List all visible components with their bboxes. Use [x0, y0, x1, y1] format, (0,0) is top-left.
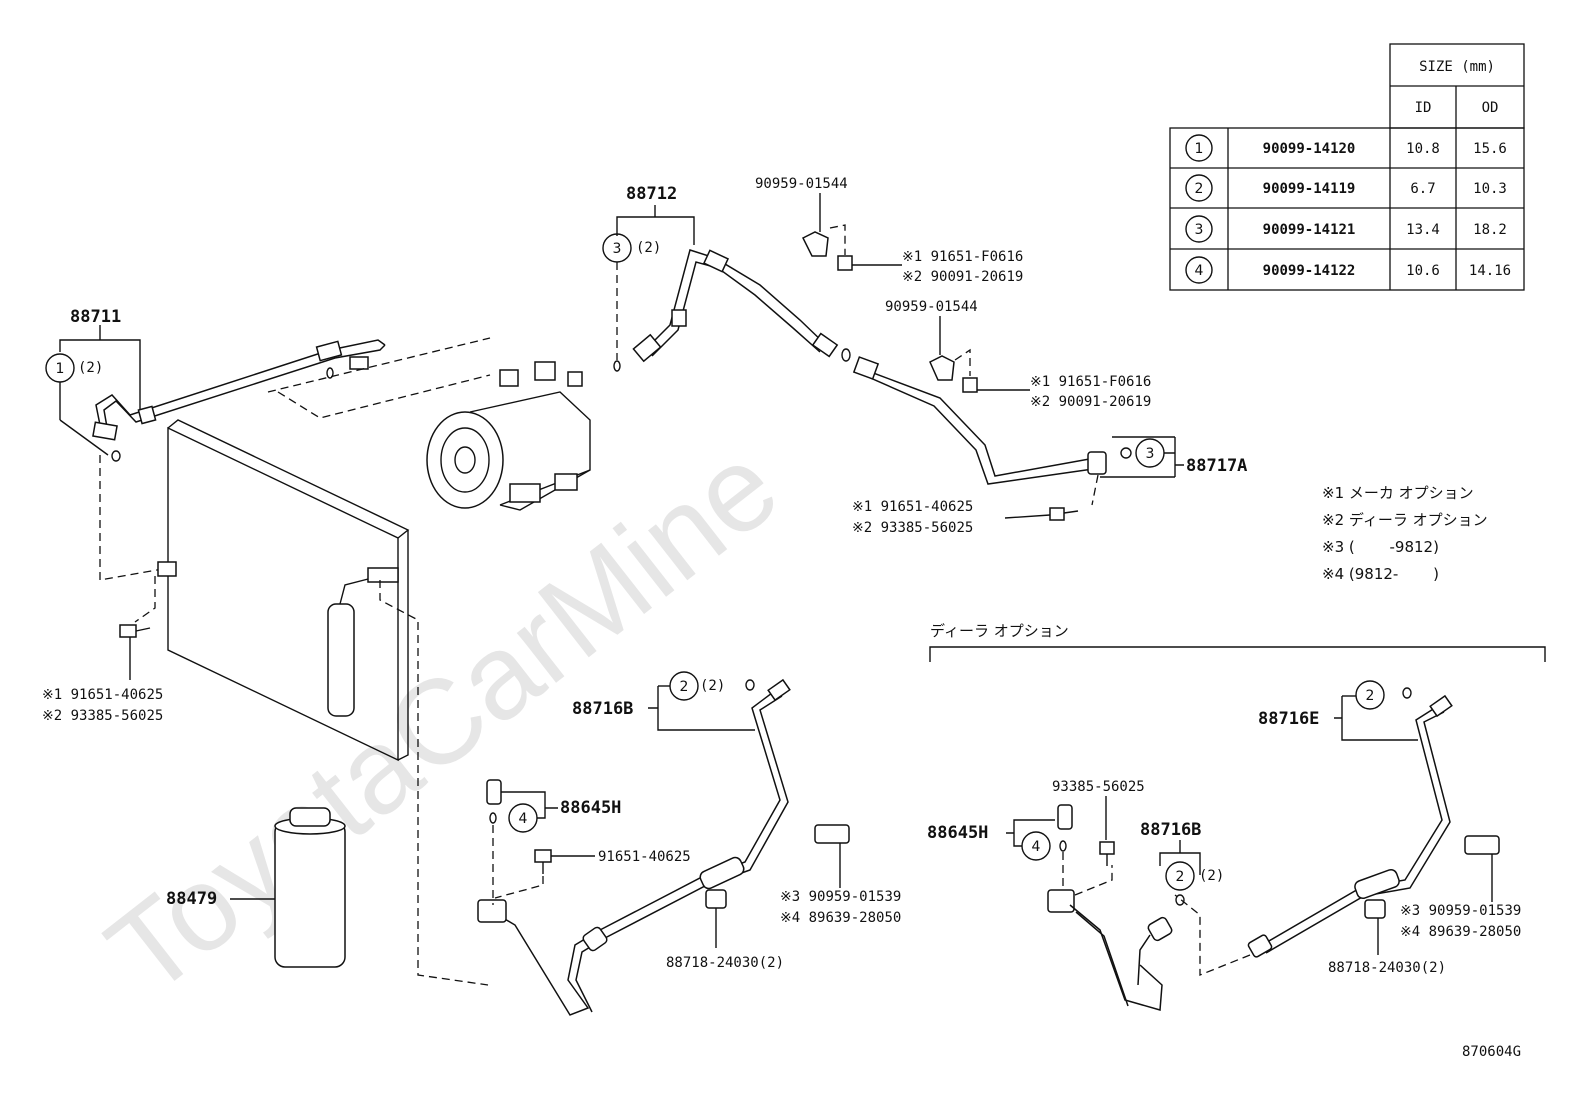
part-88716b-left: 88716B 2 (2) [477, 671, 791, 1016]
callout-number: 4 [519, 811, 528, 827]
callout-number: 2 [1366, 688, 1375, 704]
switch-part-label: ※3 90959-01539 [780, 889, 901, 905]
callout-number: 2 [680, 679, 689, 695]
bolt-maker-option-label: ※1 91651-F0616 [902, 249, 1023, 265]
bolt-maker-option-label: ※1 91651-F0616 [1030, 374, 1151, 390]
part-88716b-right: 88716B 2 (2) [1137, 820, 1224, 986]
part-88717a: 3 88717A [852, 356, 1247, 506]
option-legend: ※1 メーカ オプション ※2 ディーラ オプション ※3 ( -9812) ※… [1322, 484, 1488, 583]
qty-label: (2) [1199, 868, 1224, 884]
label-88716e: 88716E [1258, 709, 1319, 729]
qty-label: (2) [700, 678, 725, 694]
part-88645h-right: 88645H 4 [927, 804, 1163, 1011]
col-od-header: OD [1482, 100, 1499, 116]
switch-part-label: ※4 89639-28050 [1400, 924, 1521, 940]
size-row: 4 90099-14122 10.6 14.16 [1185, 256, 1511, 284]
callout-number: 1 [56, 361, 65, 377]
legend-dealer-option: ※2 ディーラ オプション [1322, 511, 1488, 529]
row-number: 1 [1195, 141, 1204, 157]
callout-4 [1021, 831, 1051, 861]
row-number: 2 [1195, 181, 1204, 197]
callout-2 [1165, 861, 1195, 891]
part-88712: 88712 3 (2) [602, 184, 851, 372]
switch-right: ※3 90959-01539 ※4 89639-28050 [1400, 835, 1521, 940]
size-row: 2 90099-14119 6.7 10.3 [1185, 174, 1507, 202]
callout-2 [669, 671, 699, 701]
clamp-label: 90959-01544 [885, 299, 978, 315]
bolt-label: 91651-40625 [598, 849, 691, 865]
legend-date-range-4: ※4 (9812- ) [1322, 565, 1439, 583]
compressor [426, 361, 591, 511]
clamp-label: 88718-24030(2) [1328, 960, 1446, 976]
part-88711: 88711 1 (2) [45, 307, 386, 462]
label-88645h: 88645H [560, 798, 621, 818]
label-88717a: 88717A [1186, 456, 1247, 476]
switch-left: ※3 90959-01539 ※4 89639-28050 [780, 824, 901, 926]
bolt-dealer-option-label: ※2 93385-56025 [42, 708, 163, 724]
callout-4 [508, 803, 538, 833]
row-part-number: 90099-14122 [1263, 263, 1356, 279]
callout-number: 4 [1032, 839, 1041, 855]
callout-number: 2 [1176, 869, 1185, 885]
row-od: 15.6 [1473, 141, 1507, 157]
part-88479: 88479 [166, 807, 346, 968]
label-88716b: 88716B [572, 699, 633, 719]
row-number: 3 [1195, 222, 1204, 238]
switch-part-label: ※3 90959-01539 [1400, 903, 1521, 919]
row-part-number: 90099-14121 [1263, 222, 1356, 238]
legend-maker-option: ※1 メーカ オプション [1322, 484, 1474, 502]
bolt-93385-56025-right: 93385-56025 [1052, 779, 1145, 866]
bolt-dealer-option-label: ※2 90091-20619 [902, 269, 1023, 285]
callout-2 [1355, 680, 1385, 710]
clamp-90959-01544-b: 90959-01544 ※1 91651-F0616 ※2 90091-2061… [885, 299, 1151, 410]
clamp-label: 90959-01544 [755, 176, 848, 192]
size-header: SIZE (mm) [1419, 59, 1495, 75]
bolt-dealer-option-label: ※2 93385-56025 [852, 520, 973, 536]
bolt-dealer-option-label: ※2 90091-20619 [1030, 394, 1151, 410]
bolt-condenser: ※1 91651-40625 ※2 93385-56025 [42, 624, 163, 724]
size-row: 3 90099-14121 13.4 18.2 [1185, 215, 1507, 243]
callout-number: 3 [1146, 446, 1155, 462]
row-od: 14.16 [1469, 263, 1511, 279]
part-88645h-left: 4 88645H [486, 779, 621, 905]
switch-part-label: ※4 89639-28050 [780, 910, 901, 926]
condenser [99, 419, 489, 986]
qty-label: (2) [78, 360, 103, 376]
row-od: 10.3 [1473, 181, 1507, 197]
row-id: 10.8 [1406, 141, 1440, 157]
clamp-88718-left: 88718-24030(2) [666, 889, 784, 971]
label-88712: 88712 [626, 184, 677, 204]
bolt-91651-40625-mid: 91651-40625 [494, 849, 691, 899]
row-number: 4 [1195, 263, 1204, 279]
size-table: SIZE (mm) ID OD 1 90099-14120 10.8 15.6 … [1169, 43, 1525, 291]
row-part-number: 90099-14119 [1263, 181, 1356, 197]
clamp-88718-right: 88718-24030(2) [1328, 899, 1446, 976]
row-part-number: 90099-14120 [1263, 141, 1356, 157]
label-88645h: 88645H [927, 823, 988, 843]
part-88716e: 88716E 2 [1174, 680, 1453, 976]
label-88716b: 88716B [1140, 820, 1201, 840]
bolt-maker-option-label: ※1 91651-40625 [42, 687, 163, 703]
row-id: 6.7 [1410, 181, 1435, 197]
dealer-option-section: ディーラ オプション [929, 622, 1546, 662]
watermark: ToyotaCarMine [84, 418, 802, 1020]
col-id-header: ID [1415, 100, 1432, 116]
legend-date-range-3: ※3 ( -9812) [1322, 538, 1439, 556]
row-id: 10.6 [1406, 263, 1440, 279]
callout-number: 3 [613, 241, 622, 257]
clamp-label: 88718-24030(2) [666, 955, 784, 971]
size-row: 1 90099-14120 10.8 15.6 [1185, 134, 1507, 162]
row-od: 18.2 [1473, 222, 1507, 238]
label-88711: 88711 [70, 307, 121, 327]
bolt-88717a: ※1 91651-40625 ※2 93385-56025 [852, 499, 1079, 536]
label-88479: 88479 [166, 889, 217, 909]
diagram-code: 870604G [1462, 1044, 1521, 1060]
qty-label: (2) [636, 240, 661, 256]
bolt-label: 93385-56025 [1052, 779, 1145, 795]
clamp-90959-01544-a: 90959-01544 ※1 91651-F0616 ※2 90091-2061… [755, 176, 1023, 285]
bolt-maker-option-label: ※1 91651-40625 [852, 499, 973, 515]
dealer-option-title: ディーラ オプション [930, 622, 1069, 640]
row-id: 13.4 [1406, 222, 1440, 238]
